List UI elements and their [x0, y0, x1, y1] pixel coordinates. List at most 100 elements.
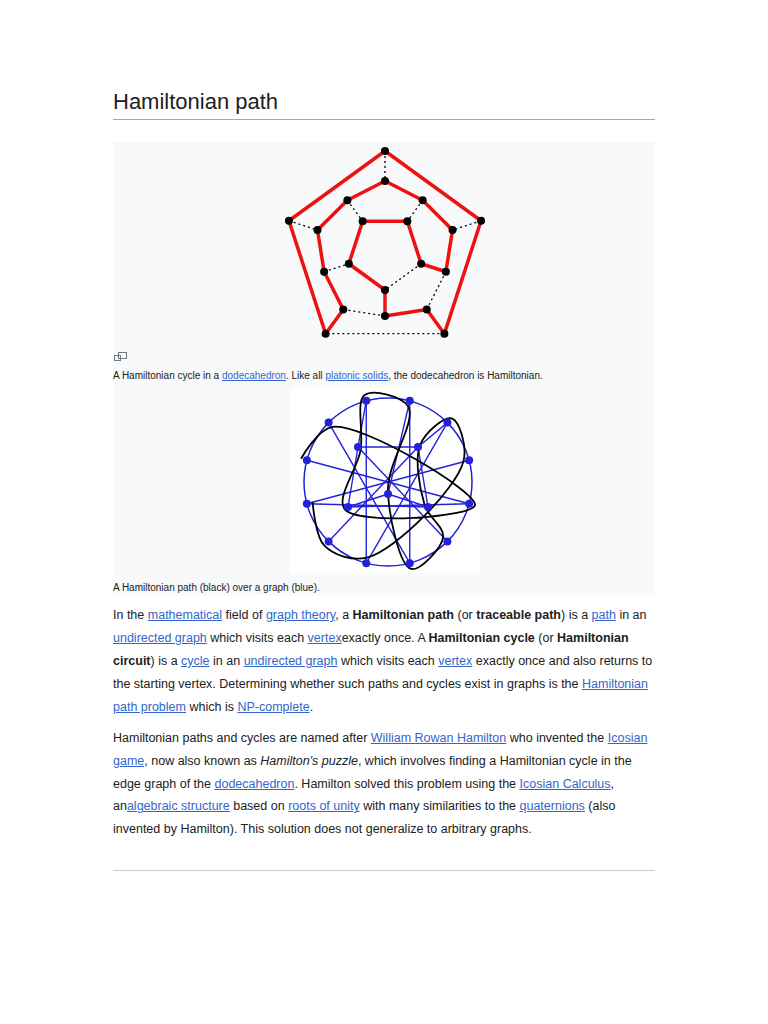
graph-vertex [449, 226, 457, 234]
graph-edge [453, 221, 482, 230]
graph-vertex [381, 177, 389, 185]
graph-edge [385, 264, 421, 290]
graph-vertex [381, 286, 389, 294]
graph-edge [348, 447, 358, 507]
graph-vertex [313, 226, 321, 234]
graph-edge [307, 504, 428, 507]
graph-vertex [384, 490, 392, 498]
graph-vertex [477, 217, 485, 225]
wiki-link: algebraic structure [127, 799, 230, 813]
hamiltonian-path-graph [301, 393, 475, 569]
graph-vertex [419, 196, 427, 204]
text-run: which is [189, 700, 233, 714]
figure-ground [113, 142, 655, 595]
text-run: with many similarities to the [363, 799, 516, 813]
graph-edge [343, 309, 385, 316]
graph-edge [329, 447, 418, 541]
title-rule [113, 119, 655, 120]
graph-vertex [325, 537, 333, 545]
graph-edge [349, 264, 385, 290]
graph-edge [349, 221, 363, 263]
graph-vertex [417, 260, 425, 268]
graph-vertex [424, 503, 432, 511]
graph-edge [329, 423, 410, 564]
graph-edge [385, 309, 427, 316]
text-run: . Hamilton solved this problem using the [294, 777, 516, 791]
graph-edge [444, 221, 481, 334]
graph-vertex [362, 559, 370, 567]
graph-edge [427, 309, 445, 333]
graph-edge [427, 272, 446, 310]
graph-edge [326, 309, 344, 333]
text-run: (or [457, 608, 472, 622]
graph-vertex [362, 397, 370, 405]
graph-vertex [403, 217, 411, 225]
text-run: A Hamiltonian path (black) over a graph … [113, 582, 320, 593]
graph-edge [423, 200, 453, 230]
text-run: in an [213, 654, 240, 668]
text-run: which visits each [210, 631, 304, 645]
wiki-link: dodecahedron [222, 370, 286, 381]
graph-edge [358, 447, 447, 541]
text-run: who invented the [510, 731, 605, 745]
graph-edge [446, 230, 453, 272]
text-run: Hamiltonian cycle [429, 631, 535, 645]
hamiltonian-path [301, 393, 475, 569]
graph-edge [366, 401, 367, 563]
graph-vertex [381, 312, 389, 320]
figure-caption: A Hamiltonian cycle in a dodecahedron. L… [113, 369, 655, 383]
text-run: . [310, 700, 313, 714]
graph-vertex [442, 268, 450, 276]
graph-vertex [285, 217, 293, 225]
graph-edge [418, 423, 447, 447]
graph-edge [317, 230, 324, 272]
text-run: , the dodecahedron is Hamiltonian. [388, 370, 543, 381]
wiki-link: vertex [438, 654, 472, 668]
graph-vertex [320, 268, 328, 276]
graph-vertex [303, 500, 311, 508]
graph-vertex [354, 443, 362, 451]
graph-edge [289, 221, 326, 334]
graph-vertex [406, 397, 414, 405]
text-run: ) is a [151, 654, 178, 668]
text-run: Hamilton's puzzle [260, 754, 358, 768]
graph-vertex [381, 147, 389, 155]
graph-vertex [443, 537, 451, 545]
graph-vertex [406, 559, 414, 567]
text-run: A Hamiltonian cycle in a [113, 370, 219, 381]
graph-vertex [303, 456, 311, 464]
text-run: based on [233, 799, 284, 813]
wiki-link: roots of unity [288, 799, 360, 813]
text-run: exactly once. A [342, 631, 425, 645]
wiki-link: NP-complete [237, 700, 309, 714]
graph-vertex [339, 305, 347, 313]
graph-vertex [345, 260, 353, 268]
text-run: Hamiltonian path [353, 608, 454, 622]
dodecahedron-graph [285, 147, 485, 338]
graph-vertex [465, 500, 473, 508]
graph-edge [366, 423, 447, 564]
text-run: which visits each [341, 654, 435, 668]
graph-edge [409, 401, 410, 563]
wiki-link: platonic solids [325, 370, 388, 381]
graph-edge [317, 200, 347, 230]
graph-edge [384, 151, 385, 181]
figure-caption: A Hamiltonian path (black) over a graph … [113, 581, 655, 595]
wiki-link: quaternions [520, 799, 585, 813]
wiki-link: dodecahedron [214, 777, 294, 791]
wiki-link: cycle [181, 654, 209, 668]
graph-edge [347, 181, 385, 200]
wiki-link: undirected graph [244, 654, 338, 668]
wiki-link: vertex [308, 631, 342, 645]
graph-vertex [414, 443, 422, 451]
graph-edge [407, 221, 421, 263]
graph-edge [289, 221, 318, 230]
wiki-link: undirected graph [113, 631, 207, 645]
body-paragraph: Hamiltonian paths and cycles are named a… [113, 727, 655, 841]
text-run: Hamiltonian paths and cycles are named a… [113, 731, 367, 745]
wiki-link: William Rowan Hamilton [371, 731, 506, 745]
graph-vertex [443, 419, 451, 427]
expand-icon [115, 353, 127, 361]
graph-vertex [423, 305, 431, 313]
